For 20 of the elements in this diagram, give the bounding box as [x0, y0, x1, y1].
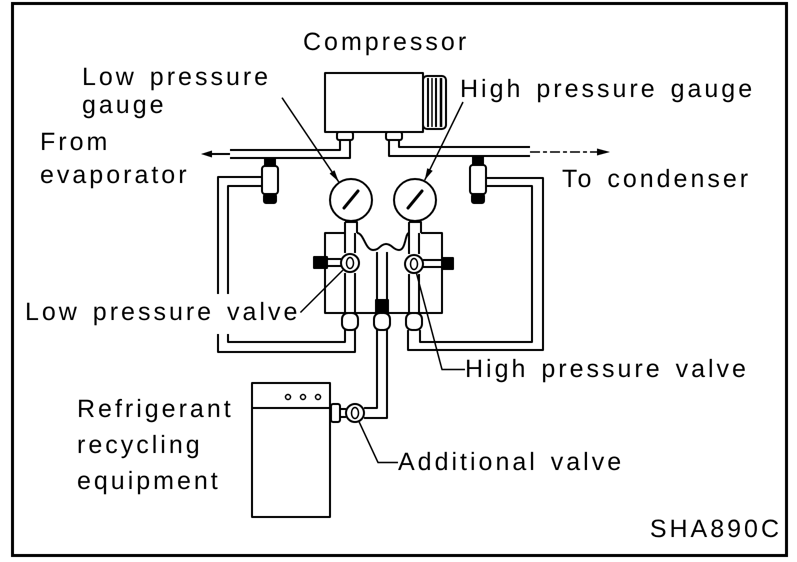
callout-label: Low pressure gauge — [82, 63, 282, 119]
callout-label: High pressure valve — [465, 357, 749, 382]
figure-code: SHA890C — [650, 517, 782, 542]
part-label: Refrigerant recycling equipment — [77, 394, 235, 497]
valve — [404, 254, 424, 274]
flow-label: From evaporator — [40, 127, 191, 191]
valve — [345, 403, 365, 423]
callout-label: High pressure gauge — [460, 77, 756, 102]
callout-label: Additional valve — [398, 450, 624, 475]
part-label: Compressor — [303, 30, 470, 55]
leader-line — [281, 97, 340, 182]
leader-line — [358, 422, 398, 464]
pressure-gauge — [393, 178, 437, 222]
pressure-gauge — [329, 178, 373, 222]
callout-label: Low pressure valve — [25, 300, 300, 325]
valve — [340, 253, 360, 273]
flow-label: To condenser — [562, 167, 752, 192]
leader-line — [424, 102, 464, 181]
leader-line — [416, 274, 465, 370]
leader-line — [300, 270, 344, 314]
